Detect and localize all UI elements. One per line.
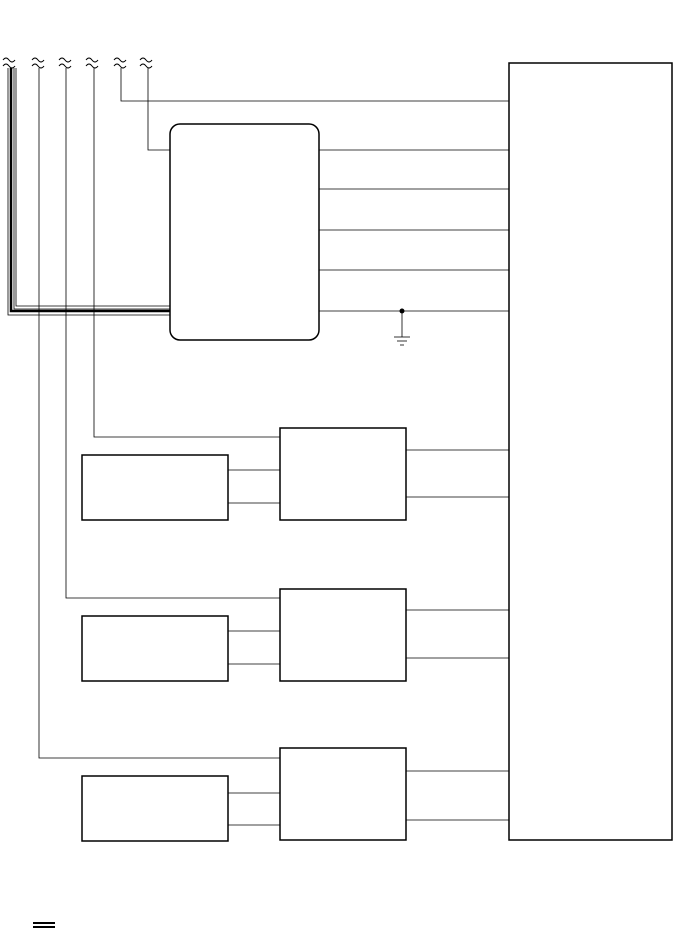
wire-to-control-module (147, 68, 170, 151)
break-symbol (139, 57, 153, 69)
break-symbol (113, 57, 127, 69)
driver-1-box (279, 427, 407, 521)
device-2-box (81, 615, 229, 682)
break-symbol (58, 57, 72, 69)
driver-2-box (279, 588, 407, 682)
wire-to-main-top (120, 68, 509, 102)
wire-driver-2 (65, 68, 280, 599)
driver-group-3 (81, 747, 509, 842)
device-3-box (81, 775, 229, 842)
wire-driver-1 (93, 68, 280, 438)
device-1-box (81, 454, 229, 521)
control-module-box (169, 123, 320, 341)
break-symbol (85, 57, 99, 69)
control-module-wires (319, 149, 509, 312)
main-unit-box (508, 62, 673, 841)
driver-3-box (279, 747, 407, 841)
driver-group-2 (81, 588, 509, 682)
break-symbol (31, 57, 45, 69)
ground-icon (394, 308, 410, 346)
wire-driver-3 (38, 68, 280, 759)
break-symbol (2, 57, 16, 69)
connector-breaks (2, 57, 153, 69)
driver-group-1 (81, 427, 509, 521)
legend-double-line-icon (33, 922, 55, 928)
harness-bundle (7, 68, 170, 316)
